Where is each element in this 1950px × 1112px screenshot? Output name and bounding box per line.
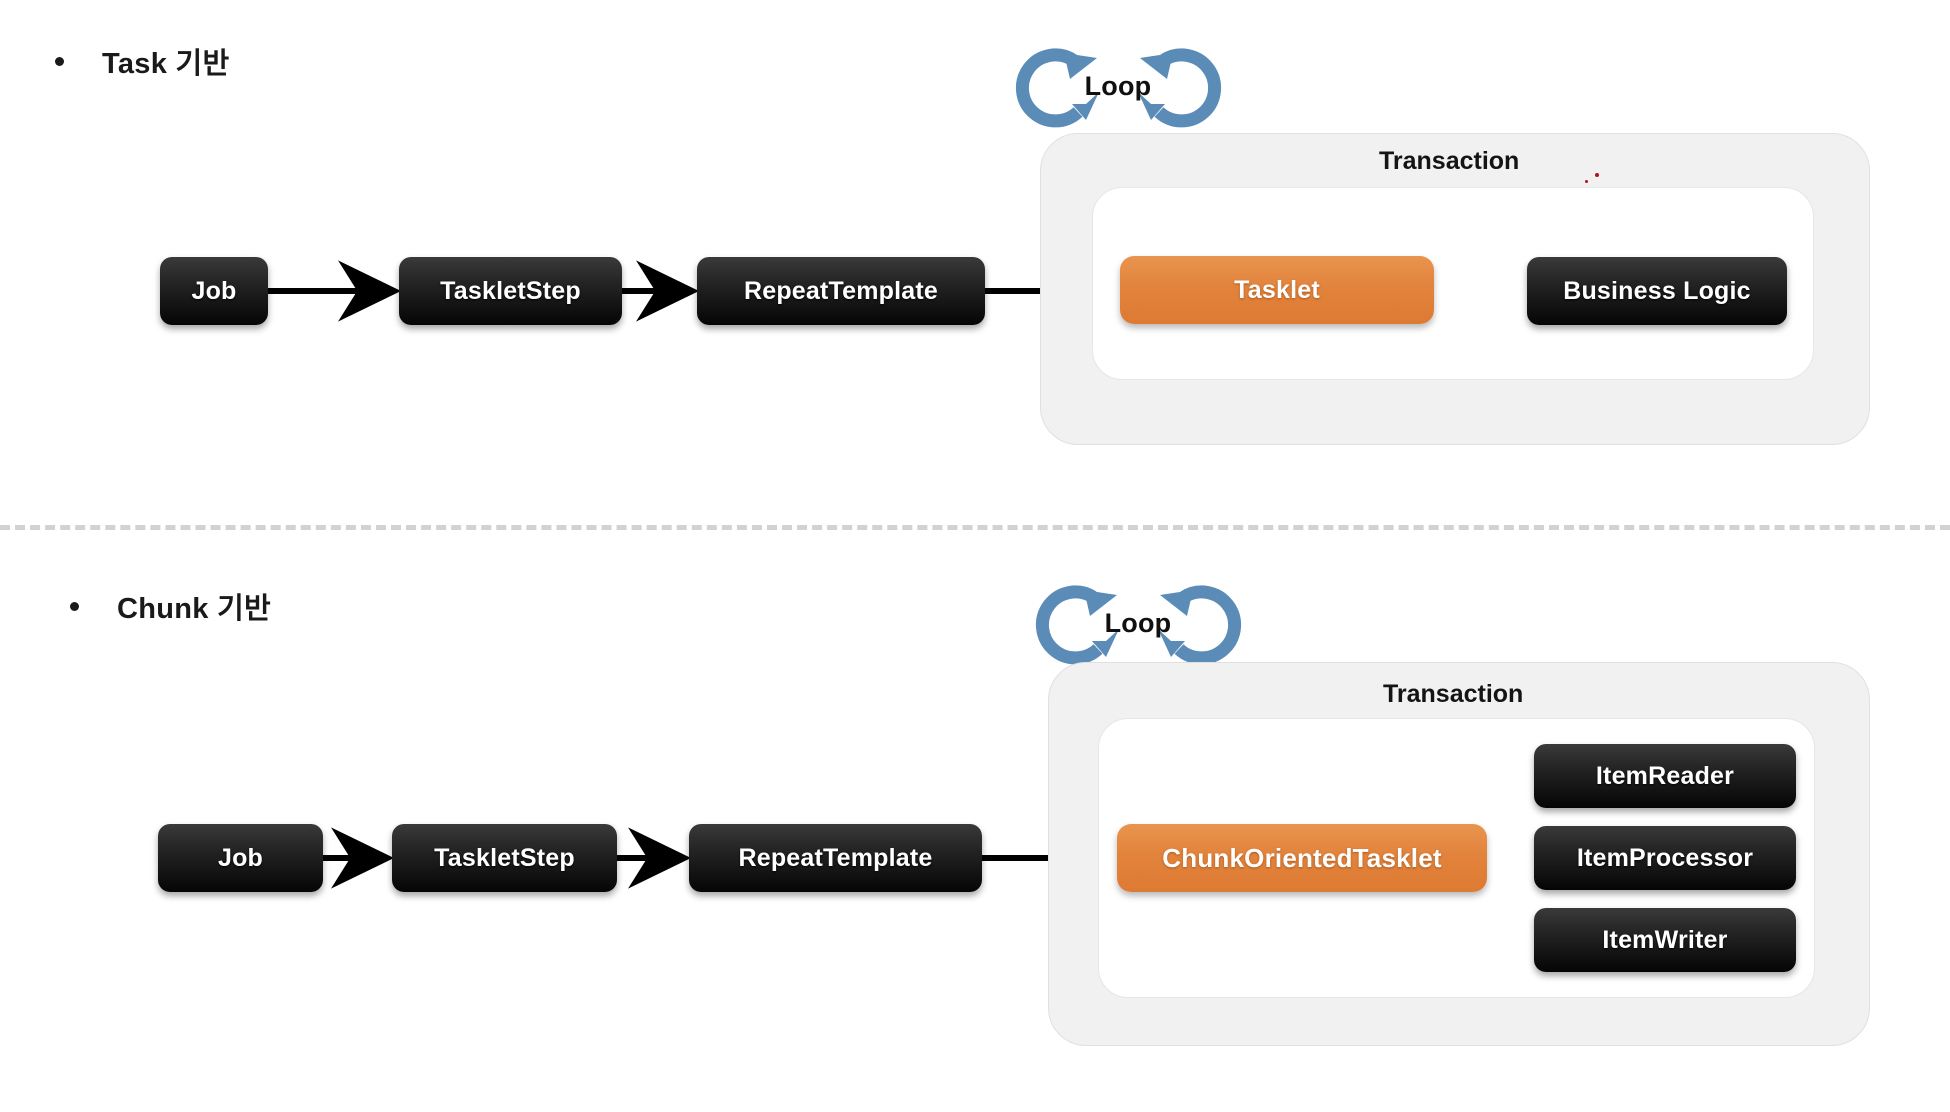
node-job[interactable]: Job — [160, 257, 268, 325]
transaction-label: Transaction — [1379, 147, 1520, 175]
node-job[interactable]: Job — [158, 824, 323, 892]
artifact-speck — [1595, 173, 1599, 177]
node-repeat-template[interactable]: RepeatTemplate — [689, 824, 982, 892]
node-tasklet-step[interactable]: TaskletStep — [399, 257, 622, 325]
node-item-processor[interactable]: ItemProcessor — [1534, 826, 1796, 890]
node-label: Job — [191, 276, 237, 305]
node-item-reader[interactable]: ItemReader — [1534, 744, 1796, 808]
section-title: Chunk 기반 — [117, 593, 272, 625]
node-label: TaskletStep — [434, 843, 575, 872]
node-item-writer[interactable]: ItemWriter — [1534, 908, 1796, 972]
node-label: RepeatTemplate — [738, 843, 933, 872]
bullet-icon — [55, 56, 64, 66]
node-tasklet-step[interactable]: TaskletStep — [392, 824, 617, 892]
node-label: Tasklet — [1234, 275, 1320, 304]
node-label: Business Logic — [1563, 276, 1751, 305]
node-business-logic[interactable]: Business Logic — [1527, 257, 1787, 325]
node-repeat-template[interactable]: RepeatTemplate — [697, 257, 985, 325]
artifact-speck — [1585, 180, 1588, 183]
node-label: ChunkOrientedTasklet — [1162, 842, 1442, 873]
bullet-icon — [70, 601, 79, 611]
section-heading-chunk: Chunk 기반 — [70, 585, 271, 627]
node-label: ItemProcessor — [1576, 843, 1754, 872]
node-label: Job — [217, 843, 264, 872]
loop-badge: Loop — [1038, 48, 1198, 124]
loop-label: Loop — [1104, 607, 1172, 638]
node-label: RepeatTemplate — [743, 276, 939, 305]
node-label: ItemReader — [1595, 761, 1735, 790]
loop-badge: Loop — [1058, 585, 1218, 661]
node-tasklet[interactable]: Tasklet — [1120, 256, 1434, 324]
transaction-label: Transaction — [1383, 680, 1524, 708]
node-label: TaskletStep — [440, 276, 581, 305]
section-heading-task: Task 기반 — [55, 40, 229, 82]
section-title: Task 기반 — [102, 48, 230, 80]
loop-label: Loop — [1084, 70, 1152, 101]
section-divider — [0, 525, 1950, 530]
node-label: ItemWriter — [1602, 925, 1728, 954]
node-chunk-oriented-tasklet[interactable]: ChunkOrientedTasklet — [1117, 824, 1487, 892]
